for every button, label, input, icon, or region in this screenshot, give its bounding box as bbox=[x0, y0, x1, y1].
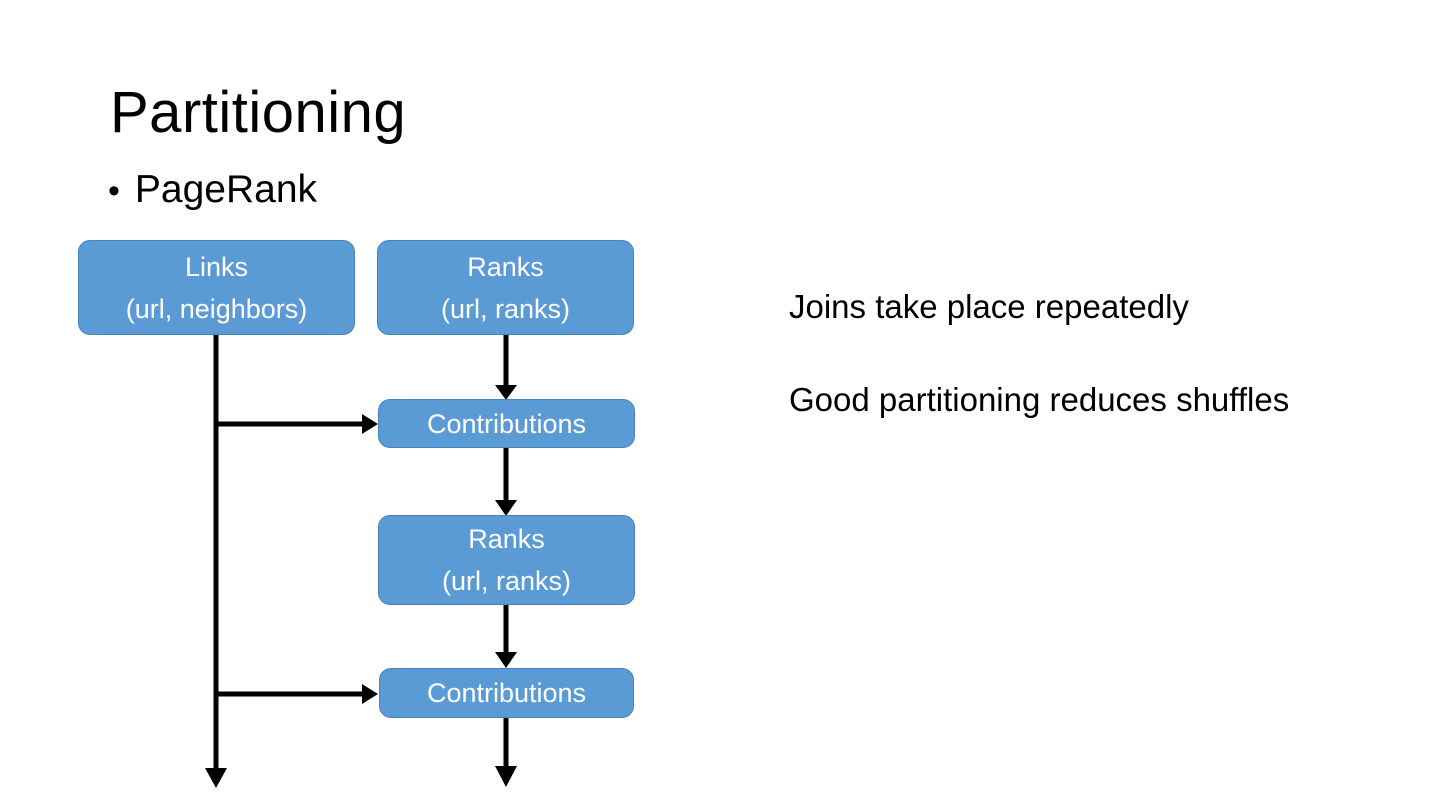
arrowhead-branch-1 bbox=[362, 414, 378, 434]
note-joins: Joins take place repeatedly bbox=[789, 288, 1189, 325]
node-links-schema: (url, neighbors) bbox=[125, 293, 308, 324]
side-notes: Joins take place repeatedly Good partiti… bbox=[789, 286, 1289, 421]
arrowhead-branch-2 bbox=[362, 684, 378, 704]
node-ranks-top-title: Ranks bbox=[467, 251, 544, 282]
node-contributions-1: Contributions bbox=[378, 399, 635, 448]
node-contributions-2-title: Contributions bbox=[426, 678, 587, 708]
node-ranks-middle-title: Ranks bbox=[468, 524, 545, 554]
node-ranks-top-schema: (url, ranks) bbox=[440, 293, 570, 324]
node-contributions-1-title: Contributions bbox=[426, 408, 587, 439]
arrowhead-contrib2 bbox=[495, 652, 517, 668]
node-ranks-middle-schema: (url, ranks) bbox=[441, 566, 571, 596]
node-ranks-middle: Ranks (url, ranks) bbox=[378, 515, 635, 605]
arrowhead-ranks2 bbox=[495, 500, 517, 516]
bullet-icon: • bbox=[108, 172, 120, 210]
arrowhead-contrib2-bottom bbox=[495, 766, 517, 787]
node-links: Links (url, neighbors) bbox=[78, 240, 355, 335]
arrowhead-contrib1 bbox=[495, 385, 517, 400]
note-partitioning: Good partitioning reduces shuffles bbox=[789, 381, 1290, 418]
bullet-text: PageRank bbox=[134, 168, 318, 211]
node-links-title: Links bbox=[184, 251, 249, 282]
node-ranks-top: Ranks (url, ranks) bbox=[377, 240, 634, 335]
page-title: Partitioning bbox=[110, 80, 407, 145]
node-contributions-2: Contributions bbox=[379, 668, 634, 718]
bullet-item: • PageRank bbox=[108, 167, 317, 214]
arrowhead-links-bottom bbox=[205, 768, 227, 788]
